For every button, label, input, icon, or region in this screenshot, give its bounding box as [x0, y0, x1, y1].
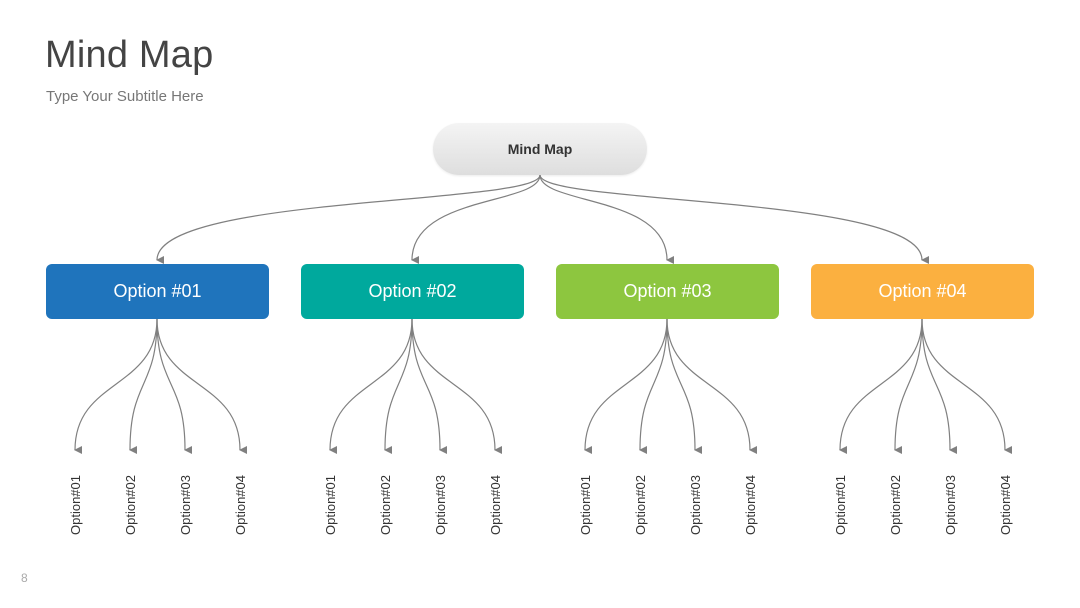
option-node-label: Option #01	[113, 281, 202, 301]
leaf-label: Option#04	[233, 475, 248, 535]
root-to-option-connector	[539, 174, 675, 264]
option-node-label: Option #02	[368, 281, 457, 301]
root-to-option-connector	[411, 174, 541, 265]
root-to-option-connector	[156, 174, 541, 265]
leaf-label: Option#04	[488, 475, 503, 535]
option-node-label: Option #03	[623, 281, 712, 301]
option-to-leaf-connector	[921, 318, 958, 454]
option-node-4: Option #04	[811, 264, 1034, 319]
root-node: Mind Map	[433, 123, 647, 175]
option-to-leaf-connector	[129, 318, 158, 455]
option-node-1: Option #01	[46, 264, 269, 319]
page-number: 8	[21, 571, 28, 585]
option-to-leaf-connector	[894, 318, 923, 455]
leaf-label: Option#01	[833, 475, 848, 535]
leaf-label: Option#01	[323, 475, 338, 535]
leaf-label: Option#02	[633, 475, 648, 535]
leaf-label: Option#02	[378, 475, 393, 535]
leaf-label: Option#01	[578, 475, 593, 535]
leaf-label: Option#04	[998, 475, 1013, 535]
option-to-leaf-connector	[156, 318, 193, 454]
root-node-label: Mind Map	[507, 141, 573, 157]
leaf-label: Option#03	[688, 475, 703, 535]
option-to-leaf-connector	[921, 318, 1013, 454]
option-to-leaf-connector	[411, 318, 503, 454]
leaf-label: Option#03	[433, 475, 448, 535]
leaf-label: Option#03	[943, 475, 958, 535]
leaf-label: Option#04	[743, 475, 758, 535]
option-to-leaf-connector	[411, 318, 448, 454]
option-to-leaf-connector	[666, 318, 758, 454]
option-to-leaf-connector	[639, 318, 668, 455]
leaf-label: Option#02	[123, 475, 138, 535]
option-to-leaf-connector	[839, 318, 923, 455]
slide-subtitle: Type Your Subtitle Here	[46, 88, 204, 105]
option-to-leaf-connector	[584, 318, 668, 455]
leaf-label: Option#01	[68, 475, 83, 535]
option-node-3: Option #03	[556, 264, 779, 319]
option-node-label: Option #04	[878, 281, 967, 301]
leaf-label: Option#03	[178, 475, 193, 535]
option-to-leaf-connector	[156, 318, 248, 454]
slide-title: Mind Map	[45, 34, 214, 76]
option-to-leaf-connector	[666, 318, 703, 454]
leaf-label: Option#02	[888, 475, 903, 535]
option-node-2: Option #02	[301, 264, 524, 319]
option-to-leaf-connector	[74, 318, 158, 455]
root-to-option-connector	[539, 174, 930, 264]
option-to-leaf-connector	[329, 318, 413, 455]
option-to-leaf-connector	[384, 318, 413, 455]
